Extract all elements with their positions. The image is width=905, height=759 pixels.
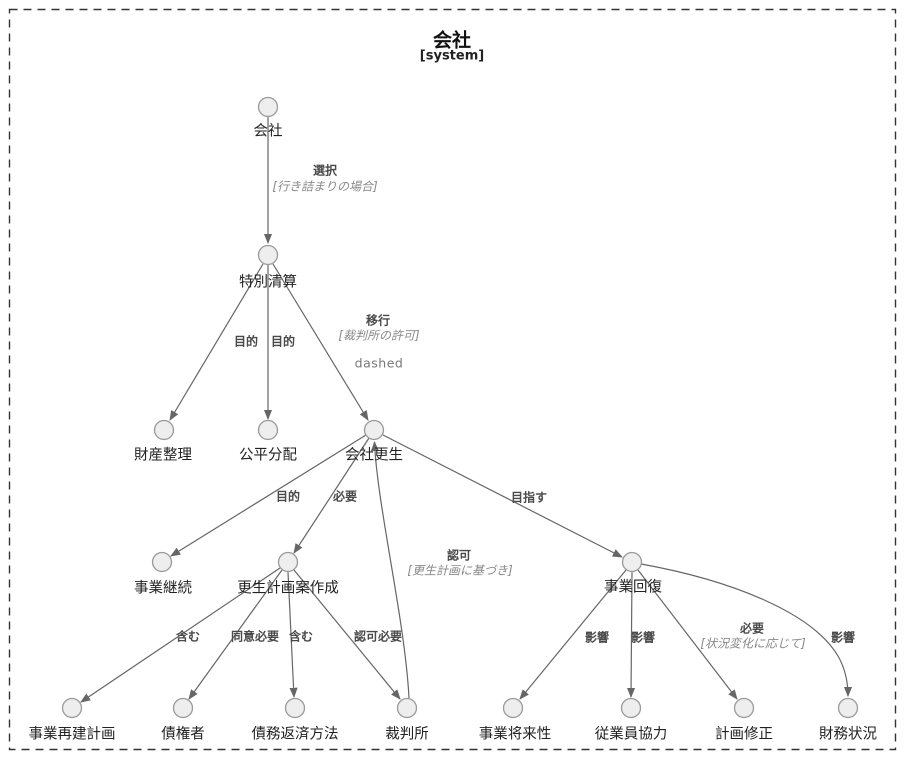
edge-jigyoukaifuku-shouraisei — [519, 569, 627, 700]
edge-label-hitsuyou-2: 必要 — [739, 621, 765, 636]
edge-tokubetsuseisan-zaisanseiri — [169, 263, 264, 421]
edge-kaishakousei-keikakuansakusei — [293, 437, 370, 554]
edge-label-hitsuyou-1: 必要 — [332, 489, 358, 504]
edge-label-eikyou-1: 影響 — [584, 630, 610, 645]
edge-keikakuansakusei-saikensha — [188, 569, 283, 700]
edge-tokubetsuseisan-kaishakousei — [272, 263, 369, 421]
edge-label-eikyou-2: 影響 — [630, 630, 656, 645]
edge-kaishakousei-jigyoukeizoku — [170, 434, 367, 557]
node-label-kouhei-bunpai: 公平分配 — [239, 447, 297, 464]
node-circle-jigyou-saiken-keikaku — [61, 697, 83, 719]
edge-condition-hitsuyou-2: [状況変化に応じて] — [700, 636, 806, 651]
edge-label-mezasu: 目指す — [510, 490, 548, 505]
node-label-kousei-keikakuan-sakusei: 更生計画案作成 — [237, 580, 339, 597]
node-label-saibansho: 裁判所 — [385, 726, 429, 743]
node-circle-saibansho — [396, 697, 418, 719]
edge-label-mokuteki-3: 目的 — [275, 489, 301, 504]
edge-kaishakousei-jigyoukaifuku — [382, 434, 623, 558]
diagram-title: 会社 — [432, 29, 472, 52]
node-label-jigyou-keizoku: 事業継続 — [134, 580, 192, 597]
node-circle-saimu-hensai-houhou — [284, 697, 306, 719]
node-circle-kaisha — [257, 96, 279, 118]
node-circle-tokubetsu-seisan — [257, 244, 279, 266]
node-label-zaimu-joukyou: 財務状況 — [819, 726, 877, 743]
node-label-zaisan-seiri: 財産整理 — [134, 447, 192, 464]
node-circle-juugyouin-kyouryoku — [620, 697, 642, 719]
edge-jigyoukaifuku-keikakushuusei — [637, 569, 738, 700]
edge-keikakuansakusei-saibansho — [293, 569, 401, 700]
edge-keikakuansakusei-hensaihouhou — [287, 571, 298, 699]
edge-label-mokuteki-1: 目的 — [233, 334, 259, 349]
node-circle-jigyou-kaifuku — [621, 551, 643, 573]
edge-note-dashed: dashed — [354, 355, 404, 371]
node-label-kaisha-kousei: 会社更生 — [345, 447, 403, 464]
node-circle-kousei-keikakuan-sakusei — [277, 551, 299, 573]
edge-label-ninkahitsuyou: 認可必要 — [353, 629, 403, 644]
edge-saibansho-kaishakousei — [370, 440, 410, 699]
node-label-juugyouin-kyouryoku: 従業員協力 — [594, 726, 668, 743]
edge-label-fukumu-2: 含む — [288, 629, 314, 644]
node-circle-zaisan-seiri — [153, 419, 175, 441]
node-circle-keikaku-shuusei — [733, 697, 755, 719]
node-label-saikensha: 債権者 — [161, 726, 205, 743]
node-label-keikaku-shuusei: 計画修正 — [715, 726, 773, 743]
edge-label-eikyou-3: 影響 — [830, 630, 856, 645]
node-label-jigyou-saiken-keikaku: 事業再建計画 — [28, 726, 116, 743]
node-circle-jigyou-keizoku — [151, 551, 173, 573]
edge-jigyoukaifuku-zaimujoukyou — [640, 563, 853, 698]
edge-keikakuansakusei-saikenkeikaku — [80, 567, 281, 703]
edge-jigyoukaifuku-kyouryoku — [626, 571, 636, 699]
edge-label-fukumu-1: 含む — [175, 629, 201, 644]
diagram-subtitle: [system] — [419, 48, 485, 64]
edge-condition-ikou: [裁判所の許可] — [338, 328, 420, 343]
edge-condition-sentaku: [行き詰まりの場合] — [272, 179, 378, 194]
node-circle-zaimu-joukyou — [837, 697, 859, 719]
edge-label-sentaku: 選択 — [312, 163, 338, 178]
node-circle-jigyou-shouraisei — [502, 697, 524, 719]
node-label-kaisha: 会社 — [253, 123, 283, 140]
node-label-jigyou-shouraisei: 事業将来性 — [478, 726, 552, 743]
edge-label-ikou: 移行 — [365, 313, 391, 328]
edge-label-douihitsuyou: 同意必要 — [230, 629, 280, 644]
node-circle-kouhei-bunpai — [257, 419, 279, 441]
edge-label-ninka: 認可 — [446, 548, 472, 563]
node-circle-saikensha — [172, 697, 194, 719]
edge-condition-ninka: [更生計画に基づき] — [407, 563, 513, 578]
edge-label-mokuteki-2: 目的 — [270, 334, 296, 349]
node-label-tokubetsu-seisan: 特別清算 — [239, 274, 297, 291]
node-circle-kaisha-kousei — [363, 419, 385, 441]
node-label-saimu-hensai-houhou: 債務返済方法 — [251, 726, 339, 743]
node-label-jigyou-kaifuku: 事業回復 — [604, 579, 662, 596]
